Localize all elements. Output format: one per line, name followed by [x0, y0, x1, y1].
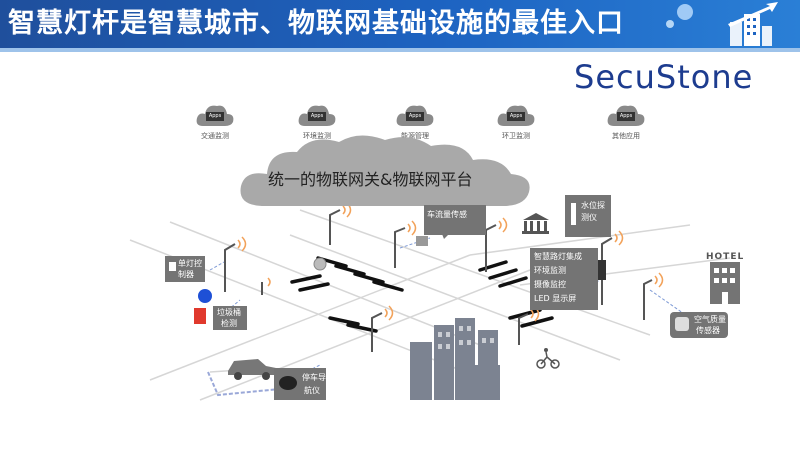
trash-bin-callout: 垃圾桶 检测 — [213, 306, 247, 330]
air-quality-label-2: 传感器 — [696, 326, 720, 335]
parking-guide-callout: 停车导 航仪 — [274, 368, 326, 400]
air-quality-callout: 空气质量 传感器 — [670, 312, 728, 338]
feature-item: 环境监测 — [534, 266, 566, 275]
parking-sensor-icon — [279, 376, 297, 390]
traffic-sensor-label: 车流量传感 — [427, 210, 467, 219]
water-level-label-1: 水位探 — [581, 201, 605, 210]
parking-label-1: 停车导 — [302, 373, 326, 382]
header-divider — [0, 48, 800, 52]
app-label: 环境监测 — [303, 132, 331, 140]
app-cloud-other: Apps 其他应用 — [596, 100, 656, 146]
traffic-sensor-callout: 车流量传感 — [424, 205, 486, 235]
app-label: 其他应用 — [612, 132, 640, 140]
callout-pointer — [440, 229, 454, 239]
app-cloud-environment: Apps 环境监测 — [287, 100, 347, 146]
trash-label-1: 垃圾桶 — [217, 308, 241, 317]
air-quality-label-1: 空气质量 — [694, 315, 726, 324]
app-label: 环卫监测 — [502, 132, 530, 140]
platform-label: 统一的物联网关&物联网平台 — [268, 170, 473, 189]
air-sensor-icon — [675, 317, 689, 331]
app-label: 能源管理 — [401, 132, 429, 140]
apps-tag: Apps — [308, 112, 326, 121]
apps-tag: Apps — [617, 112, 635, 121]
apps-tag: Apps — [507, 112, 525, 121]
single-lamp-label-1: 单灯控 — [178, 259, 202, 268]
app-label: 交通监测 — [201, 132, 229, 140]
trash-label-2: 检测 — [221, 319, 237, 328]
feature-item: 摄像监控 — [534, 280, 566, 289]
app-cloud-sanitation: Apps 环卫监测 — [486, 100, 546, 146]
header-bar: 智慧灯杆是智慧城市、物联网基础设施的最佳入口 — [0, 0, 800, 48]
feature-item: LED 显示屏 — [534, 294, 577, 303]
water-level-label-2: 测仪 — [581, 213, 597, 222]
app-cloud-traffic: Apps 交通监测 — [185, 100, 245, 146]
secustone-logo: SecuStone — [574, 58, 754, 96]
water-gauge-icon — [571, 203, 576, 225]
platform-cloud-icon — [240, 135, 530, 206]
feature-item: 智慧路灯集成 — [534, 252, 582, 261]
page-title: 智慧灯杆是智慧城市、物联网基础设施的最佳入口 — [8, 8, 624, 39]
single-lamp-callout: 单灯控 制器 — [165, 256, 205, 282]
hotel-sign: HOTEL — [706, 252, 745, 262]
apps-tag: Apps — [206, 112, 224, 121]
app-cloud-energy: Apps 能源管理 — [385, 100, 445, 146]
city-skyline-icon — [666, 2, 778, 46]
controller-icon — [169, 262, 176, 271]
water-level-callout: 水位探 测仪 — [565, 195, 611, 237]
lamp-features-callout: 智慧路灯集成 环境监测 摄像监控 LED 显示屏 — [530, 248, 598, 310]
parking-label-2: 航仪 — [304, 386, 320, 395]
apps-tag: Apps — [406, 112, 424, 121]
single-lamp-label-2: 制器 — [178, 270, 194, 279]
